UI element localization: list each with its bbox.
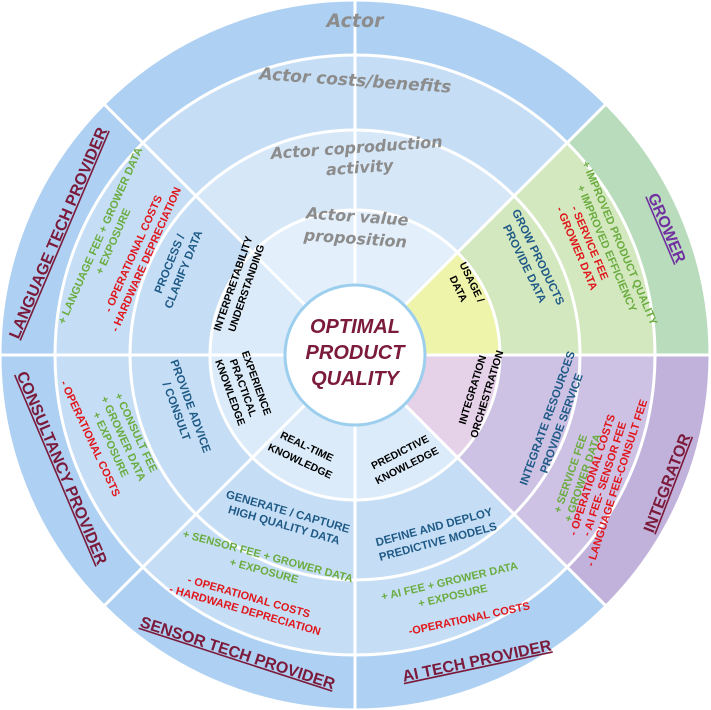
sector-language-value-band xyxy=(210,252,306,355)
sector-ai-activity-band xyxy=(355,457,515,580)
sector-integrator-actor-band xyxy=(567,355,710,607)
sector-language-actor-band xyxy=(0,103,143,355)
center-line-1: OPTIMAL xyxy=(310,316,400,338)
sector-grower-activity-band xyxy=(457,195,580,355)
spoke-divider-0 xyxy=(102,102,307,307)
spoke-divider-4 xyxy=(403,403,608,608)
sector-language-activity-band xyxy=(130,195,253,355)
sector-consultancy-activity-band xyxy=(130,355,253,515)
sector-ai-costs-band xyxy=(355,514,568,655)
spoke-divider-2 xyxy=(403,102,608,307)
sector-sensor-costs-band xyxy=(142,514,355,655)
center-circle xyxy=(283,283,427,427)
sector-language-costs-band xyxy=(55,142,196,355)
sector-consultancy-actor-band xyxy=(0,355,143,607)
sector-grower-costs-band xyxy=(514,142,655,355)
center-line-2: PRODUCT xyxy=(306,342,407,364)
sector-consultancy-costs-band xyxy=(55,355,196,568)
sector-ai-actor-band xyxy=(355,567,607,710)
ring-title-coproduction-2: activity xyxy=(325,156,394,180)
header-band-actor xyxy=(103,0,607,143)
sector-grower-actor-band xyxy=(567,103,710,355)
sector-sensor-value-band xyxy=(252,404,355,500)
spoke-divider-6 xyxy=(102,403,307,608)
center-line-3: QUALITY xyxy=(311,368,400,390)
sector-ai-value-band xyxy=(355,404,458,500)
sector-integrator-activity-band xyxy=(457,355,580,515)
sector-grower-value-band xyxy=(404,252,500,355)
ring-title-actor: Actor xyxy=(325,10,386,32)
sector-integrator-value-band xyxy=(404,355,500,458)
center-hub: OPTIMAL PRODUCT QUALITY xyxy=(283,283,427,427)
sector-sensor-activity-band xyxy=(195,457,355,580)
sector-sensor-actor-band xyxy=(103,567,355,710)
sector-integrator-costs-band xyxy=(514,355,655,568)
sector-consultancy-value-band xyxy=(210,355,306,458)
